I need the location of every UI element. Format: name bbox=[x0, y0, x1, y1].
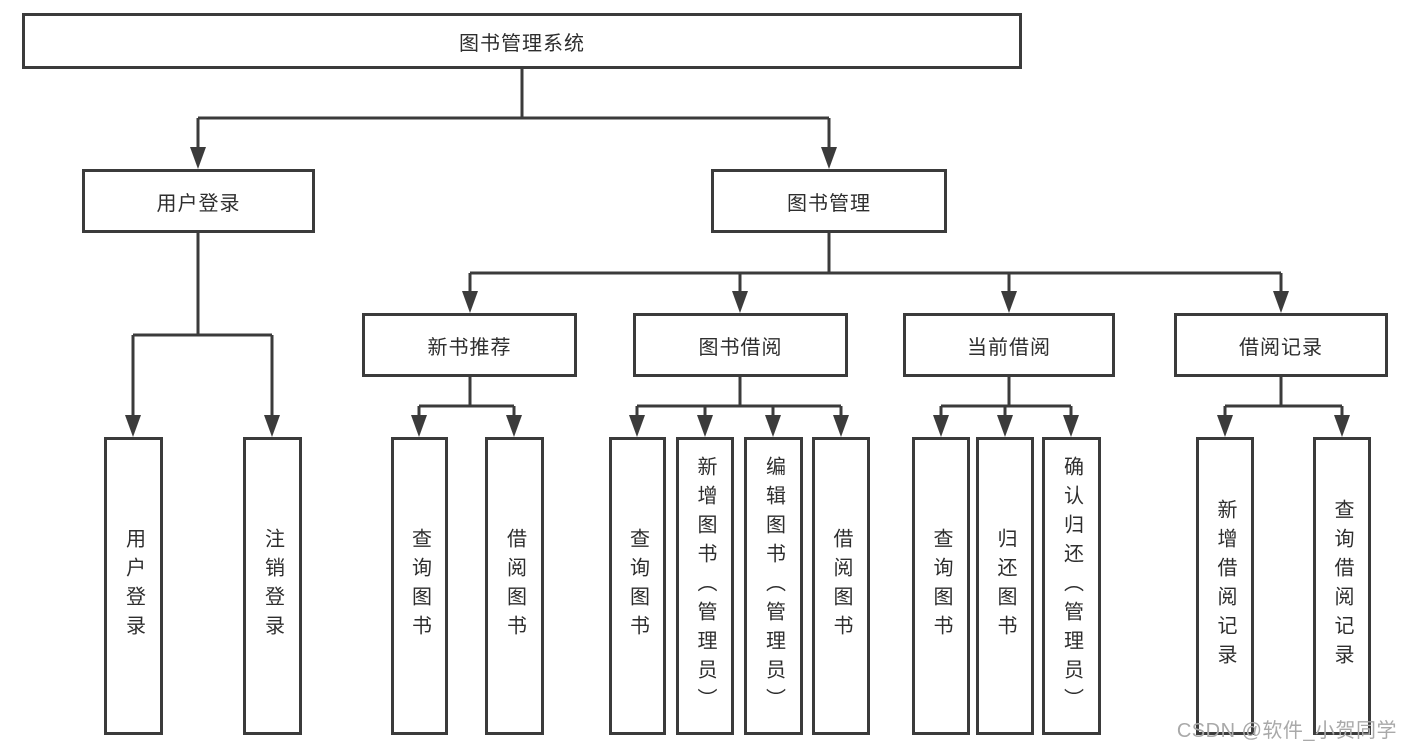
csdn-watermark: CSDN @软件_小贺同学 bbox=[1176, 720, 1397, 742]
leaf-add-borrow-record: 新增借阅记录 bbox=[1196, 437, 1254, 735]
arrowheads bbox=[125, 147, 1350, 437]
leaf-borrow-books: 借阅图书 bbox=[812, 437, 870, 735]
leaf-query-borrow-record: 查询借阅记录 bbox=[1313, 437, 1371, 735]
node-user-login: 用户登录 bbox=[82, 169, 315, 233]
leaf-user-login: 用户登录 bbox=[104, 437, 163, 735]
leaf-edit-books-admin: 编辑图书（管理员） bbox=[744, 437, 803, 735]
leaf-query-books-current: 查询图书 bbox=[912, 437, 970, 735]
node-current-borrow: 当前借阅 bbox=[903, 313, 1115, 377]
node-book-borrow: 图书借阅 bbox=[633, 313, 848, 377]
leaf-add-books-admin: 新增图书（管理员） bbox=[676, 437, 734, 735]
node-book-management: 图书管理 bbox=[711, 169, 947, 233]
leaf-borrow-books-recommend: 借阅图书 bbox=[485, 437, 544, 735]
leaf-query-books-borrow: 查询图书 bbox=[609, 437, 666, 735]
leaf-query-books-recommend: 查询图书 bbox=[391, 437, 448, 735]
leaf-return-books: 归还图书 bbox=[976, 437, 1034, 735]
node-root-system: 图书管理系统 bbox=[22, 13, 1022, 69]
node-borrow-records: 借阅记录 bbox=[1174, 313, 1388, 377]
leaf-confirm-return-admin: 确认归还（管理员） bbox=[1042, 437, 1101, 735]
leaf-logout: 注销登录 bbox=[243, 437, 302, 735]
node-new-book-recommend: 新书推荐 bbox=[362, 313, 577, 377]
